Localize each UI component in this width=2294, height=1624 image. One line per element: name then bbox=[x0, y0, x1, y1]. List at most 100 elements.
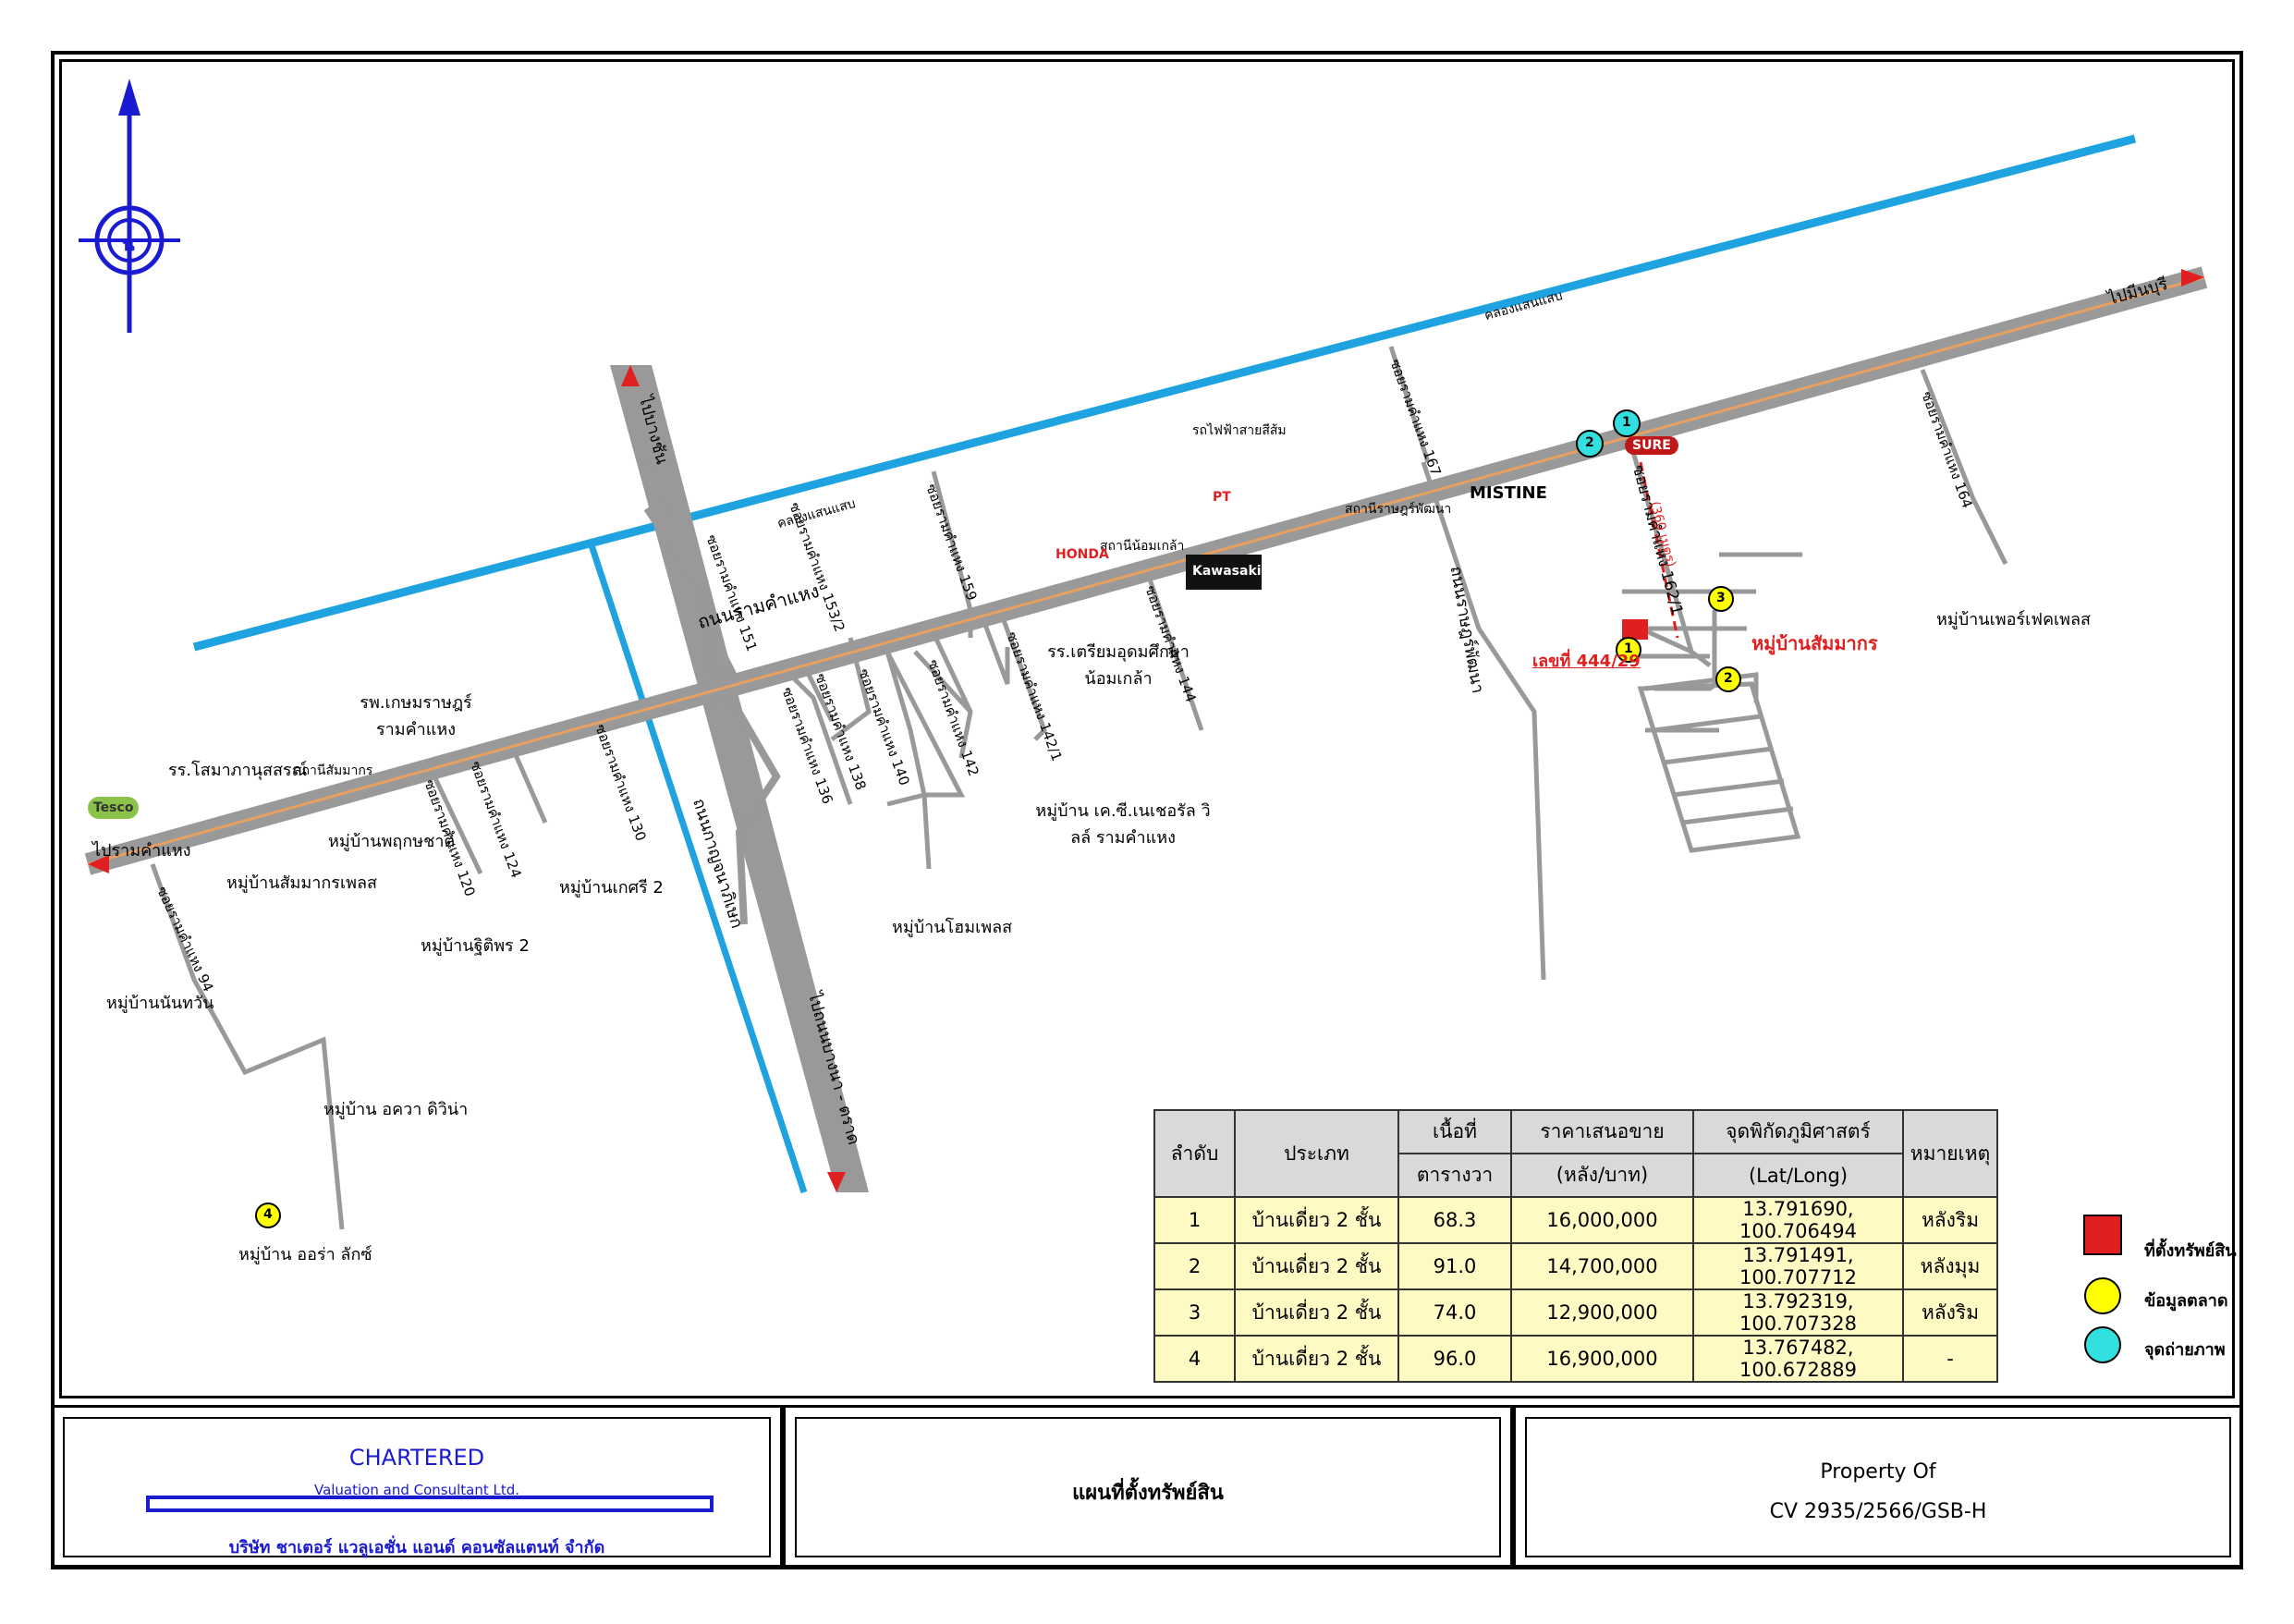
property-of-label: Property Of bbox=[1820, 1460, 1936, 1484]
company-name: CHARTERED bbox=[348, 1445, 485, 1471]
cell-area: 68.3 bbox=[1397, 1196, 1512, 1244]
village-pruksachat: หมู่บ้านพฤกษชาติ bbox=[328, 832, 456, 851]
cell-remark: หลังริม bbox=[1902, 1196, 1998, 1244]
th-type: ประเภท bbox=[1234, 1109, 1399, 1198]
company-sub: Valuation and Consultant Ltd. bbox=[313, 1482, 520, 1498]
footer-company-box: CHARTERED Valuation and Consultant Ltd. … bbox=[51, 1405, 783, 1569]
cell-no: 2 bbox=[1153, 1242, 1236, 1290]
table-row: 4 บ้านเดี่ยว 2 ชั้น 96.0 16,900,000 13.7… bbox=[1153, 1335, 1998, 1383]
pt-logo: PT bbox=[1213, 490, 1231, 505]
village-arawa: หมู่บ้าน อควา ดิวิน่า bbox=[323, 1100, 469, 1119]
legend-photo-label: จุดถ่ายภาพ bbox=[2144, 1340, 2226, 1360]
th-price: ราคาเสนอขาย bbox=[1510, 1109, 1694, 1154]
village-nanthawan: หมู่บ้านนันทวัน bbox=[106, 994, 214, 1013]
cell-coord: 13.791491, 100.707712 bbox=[1692, 1242, 1904, 1290]
th-remark: หมายเหตุ bbox=[1902, 1109, 1998, 1198]
to-ramkhamhaeng-label: ไปรามคำแหง bbox=[92, 841, 191, 861]
cell-price: 16,900,000 bbox=[1510, 1335, 1694, 1383]
market-comparison-table: ลำดับ ประเภท เนื้อที่ ราคาเสนอขาย จุดพิก… bbox=[1153, 1109, 1998, 1383]
mistine-label: MISTINE bbox=[1470, 483, 1547, 503]
cell-coord: 13.792319, 100.707328 bbox=[1692, 1288, 1904, 1337]
sure-logo: SURE bbox=[1625, 436, 1678, 455]
th-price-unit: (หลัง/บาท) bbox=[1510, 1153, 1694, 1198]
company-thai: บริษัท ชาเตอร์ แวลูเอชั่น แอนด์ คอนซัลแต… bbox=[228, 1538, 605, 1557]
subdivision-grid bbox=[1637, 681, 1801, 853]
skytrain-line bbox=[87, 275, 2205, 866]
cell-type: บ้านเดี่ยว 2 ชั้น bbox=[1234, 1196, 1399, 1244]
cell-area: 91.0 bbox=[1397, 1242, 1512, 1290]
cell-no: 4 bbox=[1153, 1335, 1236, 1383]
subject-address: เลขที่ 444/29 bbox=[1532, 652, 1641, 671]
legend-subject-swatch bbox=[2083, 1215, 2122, 1255]
market-marker-4: 4 bbox=[263, 1207, 273, 1222]
cell-price: 12,900,000 bbox=[1510, 1288, 1694, 1337]
village-sammakon: หมู่บ้านสัมมากร bbox=[1751, 632, 1878, 654]
legend-subject-label: ที่ตั้งทรัพย์สิน bbox=[2144, 1241, 2237, 1261]
cell-price: 16,000,000 bbox=[1510, 1196, 1694, 1244]
cell-remark: หลังมุม bbox=[1902, 1242, 1998, 1290]
village-home-place: หมู่บ้านโฮมเพลส bbox=[892, 918, 1013, 937]
canal-line bbox=[192, 134, 2137, 652]
village-kc-natural: หมู่บ้าน เค.ซี.เนเชอรัล วิลล์ รามคำแหง bbox=[1035, 801, 1211, 848]
kanchana-road bbox=[610, 365, 869, 1192]
village-kesri: หมู่บ้านเกศรี 2 bbox=[559, 878, 664, 897]
photo-marker-2: 2 bbox=[1585, 435, 1594, 450]
table-row: 3 บ้านเดี่ยว 2 ชั้น 74.0 12,900,000 13.7… bbox=[1153, 1288, 1998, 1337]
somaphanu-label: รร.โสมาภานุสสรณ์ bbox=[168, 761, 308, 780]
village-perfect-place: หมู่บ้านเพอร์เฟคเพลส bbox=[1936, 610, 2092, 629]
tesco-logo: Tesco bbox=[88, 797, 140, 819]
skytrain-label: รถไฟฟ้าสายสีส้ม bbox=[1192, 423, 1287, 438]
hospital-label: รพ.เกษมราษฎร์ รามคำแหง bbox=[360, 693, 472, 739]
station-nomklao-label: สถานีน้อมเกล้า bbox=[1100, 539, 1185, 554]
footer-title-box: แผนที่ตั้งทรัพย์สิน bbox=[783, 1405, 1513, 1569]
th-coord-unit: (Lat/Long) bbox=[1692, 1153, 1904, 1198]
cell-type: บ้านเดี่ยว 2 ชั้น bbox=[1234, 1288, 1399, 1337]
footer-property-box: Property Of CV 2935/2566/GSB-H bbox=[1513, 1405, 2243, 1569]
station-ratphatthana-label: สถานีราษฎร์พัฒนา bbox=[1345, 502, 1452, 517]
honda-logo: HONDA bbox=[1055, 547, 1109, 562]
canal-branch bbox=[588, 543, 808, 1194]
market-markers bbox=[255, 586, 1741, 1228]
distance-line bbox=[1639, 461, 1679, 639]
map-panel bbox=[59, 59, 2235, 1398]
cell-no: 1 bbox=[1153, 1196, 1236, 1244]
legend-photo-swatch bbox=[2084, 1326, 2121, 1363]
cell-type: บ้านเดี่ยว 2 ชั้น bbox=[1234, 1242, 1399, 1290]
photo-markers bbox=[1576, 409, 1641, 458]
cell-remark: หลังริม bbox=[1902, 1288, 1998, 1337]
th-area-unit: ตารางวา bbox=[1397, 1153, 1512, 1198]
cell-price: 14,700,000 bbox=[1510, 1242, 1694, 1290]
kawasaki-logo bbox=[1186, 555, 1262, 590]
th-coord: จุดพิกัดภูมิศาสตร์ bbox=[1692, 1109, 1904, 1154]
cell-remark: - bbox=[1902, 1335, 1998, 1383]
station-sammakon-label: สถานีสัมมากร bbox=[294, 763, 373, 778]
cell-coord: 13.791690, 100.706494 bbox=[1692, 1196, 1904, 1244]
compass-north-label: น bbox=[122, 233, 135, 255]
market-marker-3: 3 bbox=[1716, 591, 1726, 605]
village-aura: หมู่บ้าน ออร่า ลักซ์ bbox=[238, 1245, 372, 1264]
school-nomklao-label: รร.เตรียมอุดมศึกษา น้อมเกล้า bbox=[1047, 642, 1190, 689]
photo-marker-1: 1 bbox=[1622, 415, 1631, 430]
map-title: แผนที่ตั้งทรัพย์สิน bbox=[1072, 1482, 1224, 1505]
cell-coord: 13.767482, 100.672889 bbox=[1692, 1335, 1904, 1383]
kawasaki-logo-text: Kawasaki bbox=[1192, 564, 1262, 579]
village-sammakon-place: หมู่บ้านสัมมากรเพลส bbox=[226, 873, 377, 893]
cell-type: บ้านเดี่ยว 2 ชั้น bbox=[1234, 1335, 1399, 1383]
legend-market-label: ข้อมูลตลาด bbox=[2144, 1291, 2228, 1311]
table-row: 1 บ้านเดี่ยว 2 ชั้น 68.3 16,000,000 13.7… bbox=[1153, 1196, 1998, 1244]
th-area: เนื้อที่ bbox=[1397, 1109, 1512, 1154]
market-marker-2: 2 bbox=[1724, 671, 1733, 686]
th-no: ลำดับ bbox=[1153, 1109, 1236, 1198]
legend-market-swatch bbox=[2084, 1277, 2121, 1314]
cell-area: 96.0 bbox=[1397, 1335, 1512, 1383]
property-ref: CV 2935/2566/GSB-H bbox=[1769, 1500, 1987, 1523]
soi-lines bbox=[150, 346, 2008, 1230]
cell-area: 74.0 bbox=[1397, 1288, 1512, 1337]
table-row: 2 บ้านเดี่ยว 2 ชั้น 91.0 14,700,000 13.7… bbox=[1153, 1242, 1998, 1290]
logo-bar bbox=[146, 1496, 714, 1512]
cell-no: 3 bbox=[1153, 1288, 1236, 1337]
market-marker-1: 1 bbox=[1624, 641, 1633, 656]
village-thitiphon: หมู่บ้านฐิติพร 2 bbox=[421, 936, 530, 956]
compass-icon bbox=[79, 79, 180, 333]
